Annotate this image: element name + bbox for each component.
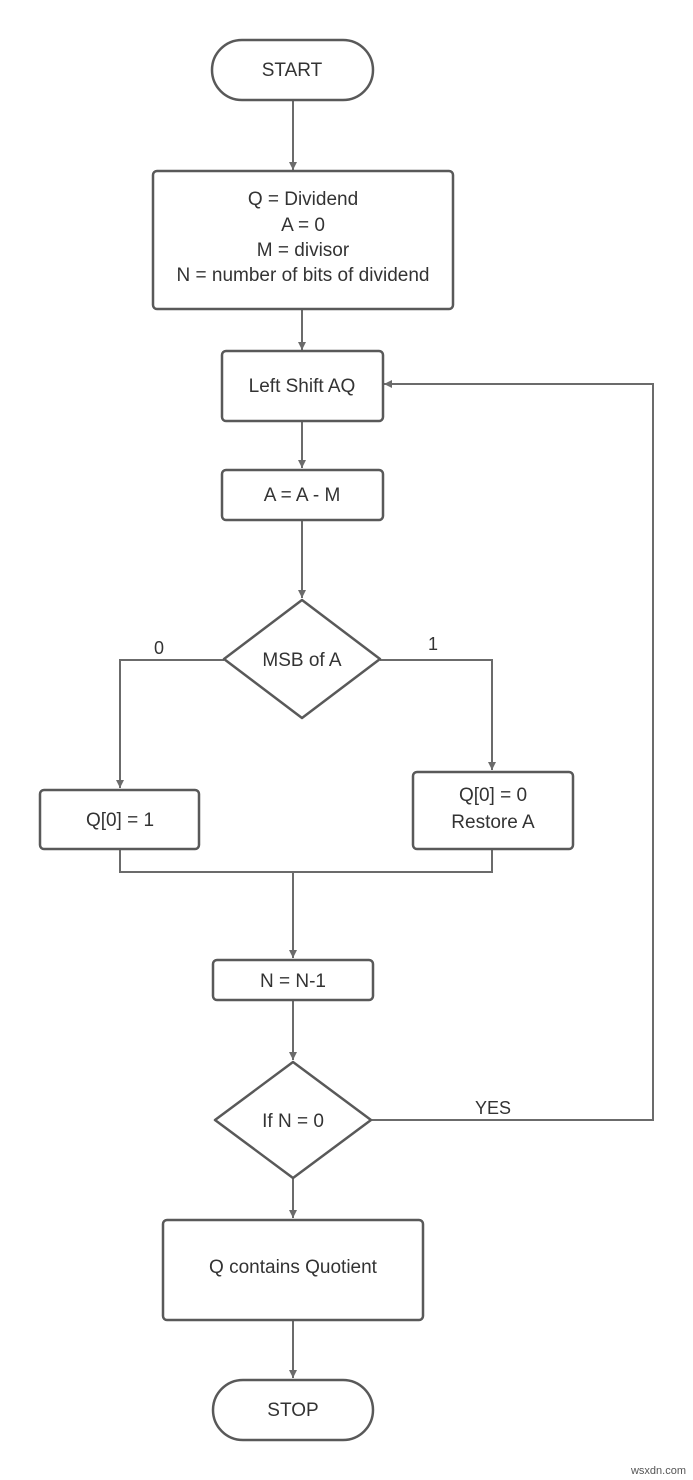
set-one-label: Q[0] = 1 — [86, 810, 154, 831]
n-check-label: If N = 0 — [262, 1111, 324, 1132]
set-zero-node: Q[0] = 0 Restore A — [411, 770, 575, 851]
init-line-a: A = 0 — [281, 215, 325, 236]
msb-check-label: MSB of A — [262, 650, 342, 671]
result-label: Q contains Quotient — [209, 1257, 378, 1278]
edges — [116, 100, 654, 1378]
start-node: START — [210, 38, 375, 102]
edge-label-loop-yes: YES — [475, 1098, 511, 1118]
set-one-node: Q[0] = 1 — [38, 788, 201, 851]
edge-msb-to-set-zero — [380, 659, 496, 770]
subtract-node: A = A - M — [220, 468, 385, 522]
edge-label-msb-zero: 0 — [154, 638, 164, 658]
msb-check-node: MSB of A — [222, 598, 382, 720]
edge-n-check-loop-back — [372, 380, 654, 1121]
init-line-divisor: M = divisor — [257, 240, 350, 261]
n-check-node: If N = 0 — [213, 1060, 373, 1180]
set-zero-line-restore: Restore A — [451, 812, 535, 833]
stop-node: STOP — [211, 1378, 375, 1442]
edge-msb-to-set-one — [116, 659, 224, 788]
edge-set-zero-merge — [293, 850, 493, 873]
init-line-dividend: Q = Dividend — [248, 189, 358, 210]
watermark-text: wsxdn.com — [630, 1465, 686, 1477]
set-zero-line-q: Q[0] = 0 — [459, 785, 527, 806]
init-node: Q = Dividend A = 0 M = divisor N = numbe… — [151, 169, 455, 311]
left-shift-node: Left Shift AQ — [220, 349, 385, 423]
edge-set-one-merge — [119, 850, 293, 873]
left-shift-label: Left Shift AQ — [249, 376, 356, 397]
decrement-node: N = N-1 — [211, 958, 375, 1002]
decrement-label: N = N-1 — [260, 971, 326, 992]
start-label: START — [262, 60, 323, 81]
stop-label: STOP — [267, 1400, 318, 1421]
init-line-bits: N = number of bits of dividend — [177, 265, 430, 286]
result-node: Q contains Quotient — [161, 1218, 425, 1322]
subtract-label: A = A - M — [264, 485, 341, 506]
edge-label-msb-one: 1 — [428, 634, 438, 654]
